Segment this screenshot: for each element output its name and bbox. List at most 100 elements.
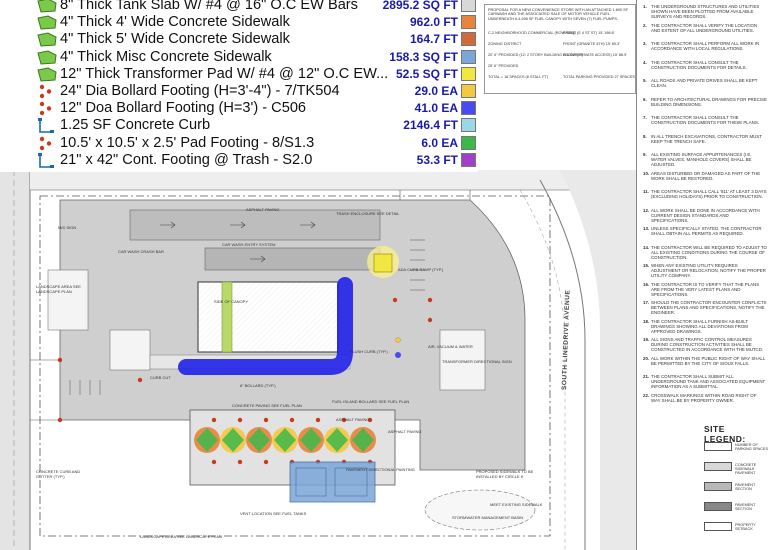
takeoff-row[interactable]: 24" Dia Bollard Footing (H=3'-4") - 7/TK… [0, 82, 478, 101]
note-number: 6. [643, 96, 647, 102]
site-legend-swatch [704, 522, 732, 531]
takeoff-label: 12" Thick Transformer Pad W/ #4 @ 12" O.… [60, 65, 389, 82]
bollard-footing-dot[interactable] [341, 417, 347, 423]
table-cell-right: FRONT (E 4 ST ST) 15' 198.8' [563, 31, 615, 35]
takeoff-color-swatch[interactable] [461, 135, 476, 150]
site-legend-item: PAVEMENT SECTION [704, 480, 768, 494]
bollard-footing-dot[interactable] [211, 417, 217, 423]
label-concrete-paving: CONCRETE PAVING SEE FUEL PLAN [232, 403, 302, 408]
bollard-footing-dot[interactable] [289, 417, 295, 423]
bollard-footing-dot[interactable] [263, 459, 269, 465]
note-number: 19. [643, 337, 650, 342]
polygon-area-icon [36, 15, 58, 30]
east-road-curb [539, 179, 586, 550]
bollard-footing-dot[interactable] [427, 317, 433, 323]
count-dots-icon [36, 101, 58, 116]
note-text: THE UNDERGROUND STRUCTURES AND UTILITIES… [651, 4, 760, 20]
note-number: 11. [643, 189, 649, 194]
pad-footing-diamond[interactable] [196, 428, 218, 452]
takeoff-color-swatch[interactable] [461, 49, 476, 64]
pad-footing-diamond[interactable] [222, 428, 244, 452]
north-road [30, 170, 590, 190]
takeoff-color-swatch[interactable] [461, 84, 476, 98]
note-text: THE CONTRACTOR SHALL VERIFY THE LOCATION… [651, 22, 758, 33]
lane-arrows [160, 221, 316, 263]
bollard-footing-dot[interactable] [211, 459, 217, 465]
label-asphalt-3: ASPHALT PAVING [388, 429, 422, 434]
bollard-footing-dot[interactable] [427, 297, 433, 303]
note-number: 21. [643, 374, 650, 379]
takeoff-quantity: 158.3 SQ FT [389, 49, 458, 64]
linear-measure-icon [36, 152, 58, 168]
note-number: 22. [643, 392, 650, 398]
takeoff-quantity: 41.0 EA [414, 101, 458, 116]
takeoff-color-swatch[interactable] [461, 101, 476, 116]
label-canopy: SIDE OF CANOPY [214, 299, 249, 304]
takeoff-color-swatch[interactable] [461, 32, 476, 47]
zoning-table-header: PROPOSAL FOR A NEW CONVENIENCE STORE WIT… [488, 8, 628, 21]
building-edge-pad [221, 281, 233, 353]
takeoff-color-swatch[interactable] [461, 118, 476, 133]
bollard-footing-highlight[interactable] [178, 277, 353, 375]
takeoff-label: 1.25 SF Concrete Curb [60, 117, 211, 134]
bollard-footing-dot[interactable] [263, 417, 269, 423]
table-cell-left: ZONING DISTRICT [488, 42, 522, 46]
note-number: 17. [643, 300, 650, 305]
note-number: 16. [643, 281, 650, 287]
takeoff-color-swatch[interactable] [461, 152, 476, 167]
takeoff-row[interactable]: 4" Thick Misc Concrete Sidewalk 158.3 SQ … [0, 48, 478, 67]
bollard-footing-dot[interactable] [367, 417, 373, 423]
landscape-island-west [47, 269, 89, 331]
takeoff-quantity: 29.0 EA [414, 84, 458, 98]
takeoff-color-swatch[interactable] [461, 15, 476, 30]
label-vent-location: VENT LOCATION SEE FUEL TANKS [240, 511, 307, 516]
takeoff-row[interactable]: 12" Thick Transformer Pad W/ #4 @ 12" O.… [0, 65, 478, 84]
note-text: THE CONTRACTOR IS TO VERIFY THAT THE PLA… [651, 281, 760, 297]
transformer-pad[interactable] [373, 253, 393, 273]
pad-footing-diamond[interactable] [248, 428, 270, 452]
label-proposed-sidewalk: PROPOSED SIDEWALK TO BE INSTALLED BY CIR… [476, 469, 534, 479]
takeoff-color-swatch[interactable] [461, 0, 476, 12]
label-meet-sidewalk: MEET EXISTING SIDEWALK [490, 502, 543, 507]
label-transformer: TRANSFORMER DIRECTIONAL SIGN [442, 359, 512, 364]
bollard-footing-dot[interactable] [237, 417, 243, 423]
table-cell-left: 25' 6" PROVIDED [488, 64, 519, 68]
pad-footing-diamond[interactable] [274, 428, 296, 452]
note-text: IN ALL TRENCH EXCAVATIONS, CONTRACTOR MU… [651, 133, 762, 144]
note-number: 4. [643, 59, 647, 65]
bollard-footing-dot[interactable] [392, 297, 398, 303]
pad-footing-diamond[interactable] [352, 428, 374, 452]
note-number: 14. [643, 244, 650, 250]
note-number: 7. [643, 115, 647, 120]
pad-footing-diamond[interactable] [326, 428, 348, 452]
label-bollard: 6" BOLLARD (TYP.) [240, 383, 276, 388]
takeoff-row[interactable]: 8" Thick Tank Slab W/ #4 @ 16" O.C EW Ba… [0, 0, 478, 15]
table-cell-left: C-2 NEIGHBORHOOD COMMERCIAL (ROW REQ) [488, 31, 576, 35]
bollard-footing-dot[interactable] [137, 377, 143, 383]
takeoff-color-swatch[interactable] [461, 66, 476, 81]
takeoff-label: 4" Thick 4' Wide Concrete Sidewalk [60, 14, 290, 31]
parking-stripes [69, 239, 425, 395]
fuel-island-footings[interactable] [57, 297, 433, 465]
bollard-footing-dot[interactable] [315, 417, 321, 423]
takeoff-label: 4" Thick Misc Concrete Sidewalk [60, 48, 272, 65]
note-text: THE CONTRACTOR SHALL SUBMIT ALL UNDERGRO… [651, 374, 766, 390]
tank-slab[interactable] [289, 461, 376, 503]
east-road [560, 170, 636, 550]
note-text: REFER TO ARCHITECTURAL DRAWINGS FOR PREC… [651, 96, 767, 107]
pad-footing-diamond[interactable] [300, 428, 322, 452]
label-landscape-1: LANDSCAPE AREA SEE LANDSCAPE PLAN [36, 284, 81, 294]
note-number: 15. [643, 263, 650, 268]
site-legend-label: NUMBER OF PARKING SPACES [735, 443, 768, 451]
bollard-footing-dot[interactable] [237, 459, 243, 465]
site-legend-swatch [704, 462, 732, 471]
label-crash-bar: CAR WASH CRASH BAR [118, 249, 164, 254]
takeoff-row[interactable]: 10.5' x 10.5' x 2.5' Pad Footing - 8/S1.… [0, 134, 478, 153]
note-number: 2. [643, 22, 647, 28]
